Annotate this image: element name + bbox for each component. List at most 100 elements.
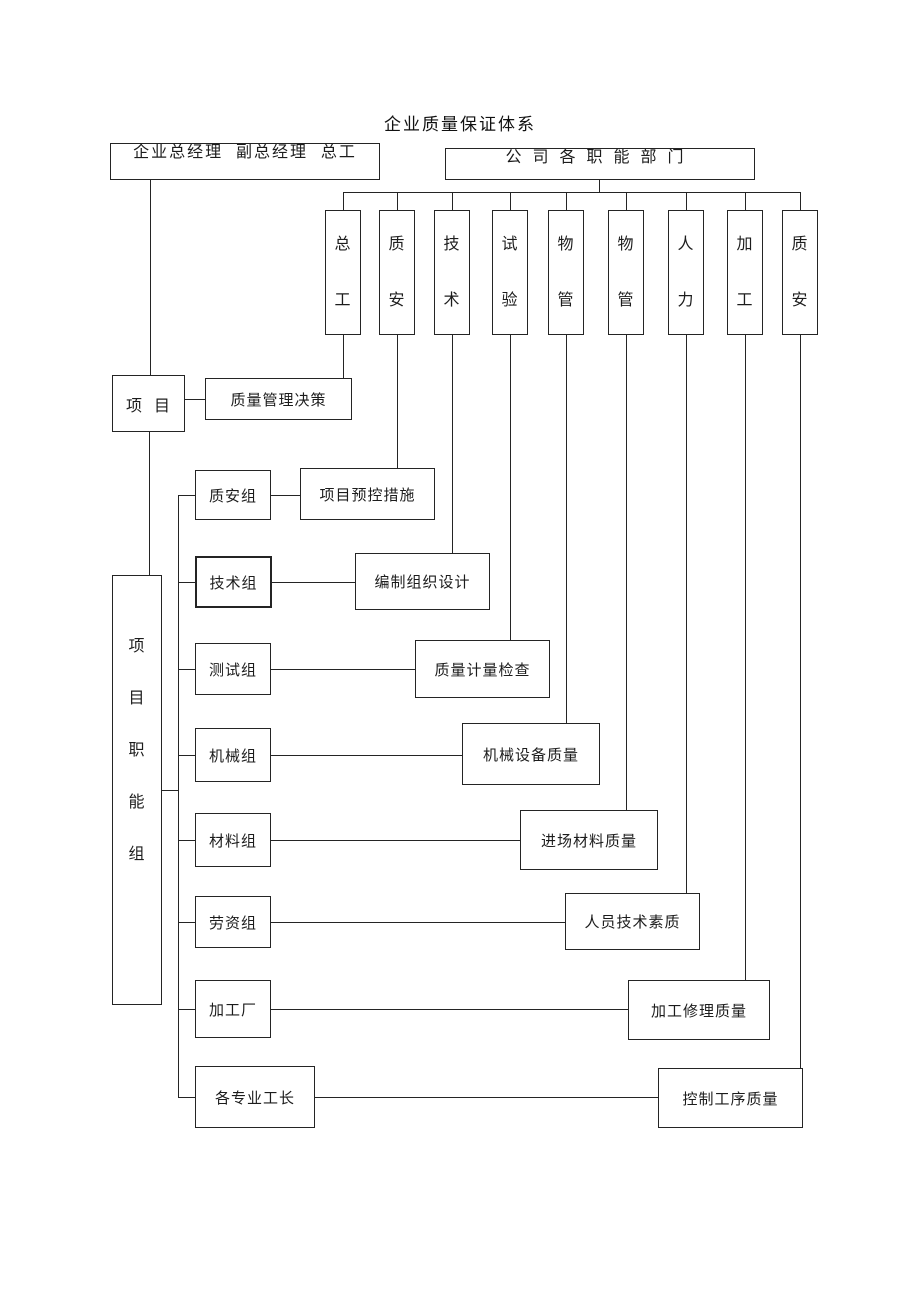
connector-dept-task [510, 335, 511, 640]
connector-dept-stub [599, 180, 600, 192]
group-box-testing: 测试组 [195, 643, 271, 695]
dept-label: 加 工 [736, 235, 754, 309]
group-box-labor: 劳资组 [195, 896, 271, 948]
dept-label: 物 管 [557, 235, 575, 309]
connector-drop [343, 192, 344, 210]
connector-funcgroup-spine [162, 790, 178, 791]
connector-group-task [271, 840, 520, 841]
dept-label: 技 术 [443, 235, 461, 309]
connector-drop [626, 192, 627, 210]
connector-dept-task [626, 335, 627, 810]
connector-dept-task [397, 335, 398, 468]
group-box-workshop: 加工厂 [195, 980, 271, 1038]
departments-label: 公司各职能部门 [505, 149, 695, 166]
connector-drop [452, 192, 453, 210]
diagram-title: 企业质量保证体系 [384, 115, 536, 134]
departments-box: 公司各职能部门 [445, 148, 755, 180]
connector-drop [686, 192, 687, 210]
task-box-personnel-skill: 人员技术素质 [565, 893, 700, 950]
task-box-precontrol-measures: 项目预控措施 [300, 468, 435, 520]
group-box-machinery: 机械组 [195, 728, 271, 782]
task-label: 加工修理质量 [650, 1002, 747, 1020]
group-box-quality-safety: 质安组 [195, 470, 271, 520]
connector-group-task [272, 582, 355, 583]
dept-label: 总 工 [334, 235, 352, 309]
group-label: 机械组 [208, 747, 257, 765]
connector-spine-stub [178, 495, 195, 496]
dept-box-quality-safety: 质 安 [379, 210, 415, 335]
connector-drop [510, 192, 511, 210]
group-label: 材料组 [208, 832, 257, 850]
connector-exec-project [150, 180, 151, 375]
connector-spine-stub [178, 669, 195, 670]
group-label: 加工厂 [208, 1001, 257, 1019]
task-label: 机械设备质量 [482, 746, 579, 764]
project-label: 项 目 [126, 397, 171, 415]
connector-group-task [271, 495, 300, 496]
dept-box-materials-mgmt-2: 物 管 [608, 210, 644, 335]
connector-dept-task [745, 335, 746, 980]
task-box-org-design: 编制组织设计 [355, 553, 490, 610]
connector-drop [397, 192, 398, 210]
connector-group-task [271, 1009, 628, 1010]
task-box-incoming-materials: 进场材料质量 [520, 810, 658, 870]
dept-label: 质 安 [388, 235, 406, 309]
connector-dept-task [343, 335, 344, 378]
connector-spine-stub [178, 582, 195, 583]
task-label: 控制工序质量 [682, 1090, 779, 1108]
task-label: 人员技术素质 [584, 914, 681, 931]
task-label: 质量计量检查 [434, 661, 531, 679]
task-box-metering-check: 质量计量检查 [415, 640, 550, 698]
function-group-box: 项 目 职 能 组 [112, 575, 162, 1005]
task-label: 编制组织设计 [374, 574, 471, 591]
connector-dept-task [452, 335, 453, 553]
connector-drop [800, 192, 801, 210]
connector-group-task [271, 755, 462, 756]
decision-box: 质量管理决策 [205, 378, 352, 420]
dept-label: 试 验 [501, 235, 519, 309]
executives-label: 企业总经理 副总经理 总工 [133, 144, 357, 161]
connector-dept-task [686, 335, 687, 893]
connector-project-funcgroup [149, 432, 150, 575]
connector-spine-stub [178, 922, 195, 923]
group-label: 测试组 [208, 661, 257, 679]
dept-label: 质 安 [791, 235, 809, 309]
group-box-materials: 材料组 [195, 813, 271, 867]
connector-drop [745, 192, 746, 210]
connector-dept-task [566, 335, 567, 723]
dept-label: 人 力 [677, 235, 695, 309]
dept-box-technology: 技 术 [434, 210, 470, 335]
group-label: 技术组 [209, 574, 258, 592]
connector-project-decision [185, 399, 205, 400]
connector-distributor [343, 192, 801, 193]
task-box-process-control: 控制工序质量 [658, 1068, 803, 1128]
project-box: 项 目 [112, 375, 185, 432]
dept-box-testing: 试 验 [492, 210, 528, 335]
dept-box-processing: 加 工 [727, 210, 763, 335]
dept-box-materials-mgmt-1: 物 管 [548, 210, 584, 335]
task-label: 项目预控措施 [319, 486, 416, 504]
connector-spine-stub [178, 840, 195, 841]
group-label: 劳资组 [208, 914, 257, 932]
connector-group-task [315, 1097, 658, 1098]
group-box-foremen: 各专业工长 [195, 1066, 315, 1128]
connector-drop [566, 192, 567, 210]
group-label: 质安组 [208, 487, 257, 505]
connector-group-task [271, 669, 415, 670]
connector-dept-task [800, 335, 801, 1068]
group-box-technology: 技术组 [195, 556, 272, 608]
task-box-equipment-quality: 机械设备质量 [462, 723, 600, 785]
group-label: 各专业工长 [214, 1089, 295, 1107]
decision-label: 质量管理决策 [230, 391, 327, 409]
connector-spine-stub [178, 1009, 195, 1010]
connector-spine-stub [178, 1097, 195, 1098]
executives-box: 企业总经理 副总经理 总工 [110, 143, 380, 180]
dept-box-human-resources: 人 力 [668, 210, 704, 335]
dept-label: 物 管 [617, 235, 635, 309]
function-group-label: 项 目 职 能 组 [128, 638, 146, 863]
task-box-repair-quality: 加工修理质量 [628, 980, 770, 1040]
connector-spine [178, 495, 179, 1097]
task-label: 进场材料质量 [540, 832, 637, 850]
connector-spine-stub [178, 755, 195, 756]
